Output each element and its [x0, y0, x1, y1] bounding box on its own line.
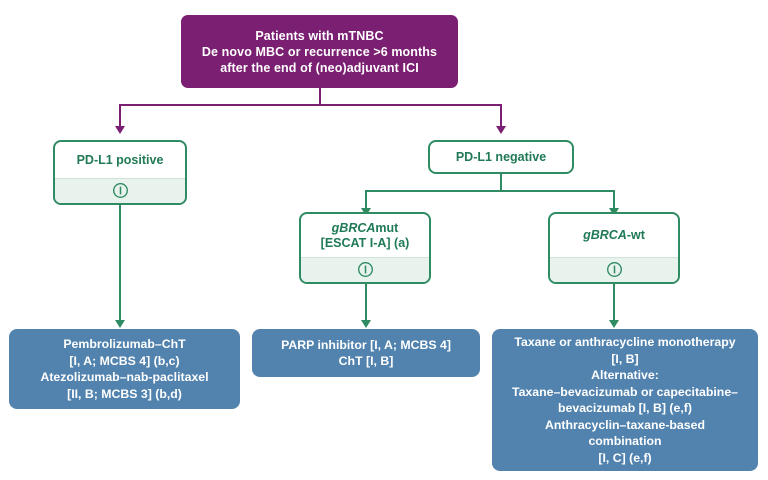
gbrca-mut-line-1: gBRCAmut: [332, 221, 399, 236]
node-treatment-gbrca-mut[interactable]: PARP inhibitor [I, A; MCBS 4] ChT [I, B]: [252, 329, 480, 377]
connector-gbrca-wt-to-treatment: [613, 284, 615, 321]
tx-gbrca-wt-line-1: Taxane or anthracycline monotherapy: [514, 335, 736, 349]
connector-to-gbrca-wt: [613, 190, 615, 209]
tx-gbrca-wt-line-5: bevacizumab [I, B] (e,f): [558, 401, 692, 415]
connector-pdl1-positive-to-treatment: [119, 205, 121, 321]
connector-gbrca-mut-to-treatment: [365, 284, 367, 321]
tx-pdl1-pos-line-1: Pembrolizumab–ChT: [63, 337, 186, 351]
node-pdl1-positive[interactable]: PD-L1 positive: [53, 140, 187, 205]
tx-gbrca-wt-line-4: Taxane–bevacizumab or capecitabine–: [512, 384, 738, 399]
node-treatment-pdl1-positive[interactable]: Pembrolizumab–ChT [I, A; MCBS 4] (b,c) A…: [9, 329, 240, 409]
tx-gbrca-wt-line-3: Alternative:: [591, 368, 659, 382]
gbrca-wt-info-row[interactable]: [550, 257, 678, 282]
connector-root-stem: [319, 88, 321, 105]
tx-gbrca-wt-line-7: combination: [588, 434, 662, 448]
connector-pdl1-negative-stem: [500, 174, 502, 191]
gbrca-wt-gene: gBRCA: [583, 228, 627, 242]
gbrca-wt-label-area: gBRCA-wt: [550, 214, 678, 257]
pdl1-positive-label-area: PD-L1 positive: [55, 142, 185, 178]
root-line-1: Patients with mTNBC: [255, 28, 384, 43]
tx-gbrca-mut-line-2: ChT [I, B]: [338, 354, 394, 368]
gbrca-wt-line-1: gBRCA-wt: [583, 228, 645, 243]
node-pdl1-negative[interactable]: PD-L1 negative: [428, 140, 574, 174]
gbrca-mut-info-row[interactable]: [301, 257, 429, 282]
tx-gbrca-wt-line-6: Anthracyclin–taxane-based: [545, 417, 705, 432]
connector-gbrca-split-bar: [365, 190, 615, 192]
node-gbrca-wt[interactable]: gBRCA-wt: [548, 212, 680, 284]
arrowhead-gbrca-mut-treatment: [361, 320, 371, 328]
gbrca-mut-suffix: mut: [375, 220, 399, 235]
pdl1-positive-info-row[interactable]: [55, 178, 185, 203]
node-patients-mtnbc[interactable]: Patients with mTNBC De novo MBC or recur…: [181, 15, 458, 88]
connector-to-gbrca-mut: [365, 190, 367, 209]
pdl1-positive-label: PD-L1 positive: [76, 152, 164, 167]
tx-pdl1-pos-line-2: [I, A; MCBS 4] (b,c): [69, 353, 180, 368]
info-circle-icon[interactable]: [606, 261, 623, 278]
arrowhead-pdl1-positive-treatment: [115, 320, 125, 328]
arrowhead-gbrca-wt-treatment: [609, 320, 619, 328]
info-circle-icon[interactable]: [357, 261, 374, 278]
connector-root-split-bar: [119, 104, 502, 106]
tx-gbrca-wt-line-8: [I, C] (e,f): [598, 450, 652, 465]
arrowhead-pdl1-negative: [496, 126, 506, 134]
connector-to-pdl1-positive: [119, 104, 121, 127]
root-line-2: De novo MBC or recurrence >6 months: [201, 44, 438, 59]
tx-gbrca-mut-line-1: PARP inhibitor [I, A; MCBS 4]: [281, 337, 451, 352]
root-line-3: after the end of (neo)adjuvant ICI: [220, 60, 419, 75]
tx-pdl1-pos-line-3: Atezolizumab–nab-paclitaxel: [40, 370, 209, 384]
node-treatment-gbrca-wt[interactable]: Taxane or anthracycline monotherapy [I, …: [492, 329, 758, 471]
pdl1-negative-label-area: PD-L1 negative: [430, 142, 572, 172]
connector-to-pdl1-negative: [500, 104, 502, 127]
gbrca-mut-gene: gBRCA: [331, 220, 376, 235]
node-gbrca-mut[interactable]: gBRCAmut [ESCAT I-A] (a): [299, 212, 431, 284]
tx-pdl1-pos-line-4: [II, B; MCBS 3] (b,d): [67, 386, 182, 401]
gbrca-mut-label-area: gBRCAmut [ESCAT I-A] (a): [301, 214, 429, 257]
gbrca-mut-line-2: [ESCAT I-A] (a): [320, 235, 410, 250]
gbrca-wt-suffix: -wt: [626, 228, 645, 242]
info-circle-icon[interactable]: [112, 182, 129, 199]
arrowhead-pdl1-positive: [115, 126, 125, 134]
pdl1-negative-label: PD-L1 negative: [455, 149, 547, 164]
tx-gbrca-wt-line-2: [I, B]: [611, 351, 639, 366]
